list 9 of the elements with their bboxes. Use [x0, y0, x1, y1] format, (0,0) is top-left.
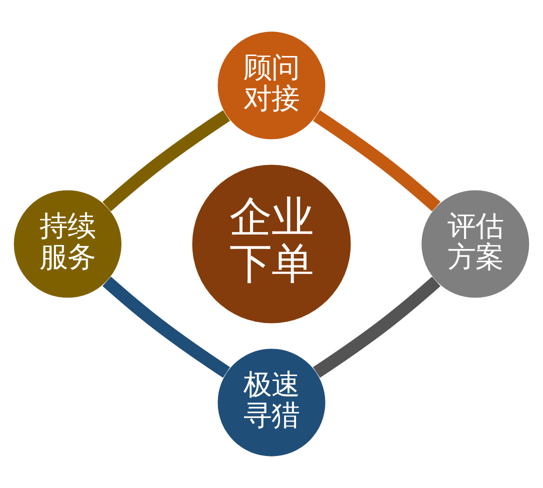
- connector: [102, 110, 230, 212]
- node-circle: 评估方案: [422, 190, 530, 298]
- connector: [312, 276, 440, 378]
- connector: [102, 276, 230, 378]
- node-circle: 顾问对接: [218, 32, 326, 140]
- node-circle: 极速寻猎: [218, 348, 326, 456]
- connector: [312, 110, 440, 212]
- node-circle: 持续服务: [14, 190, 122, 298]
- node-circle: 企业下单: [192, 164, 351, 324]
